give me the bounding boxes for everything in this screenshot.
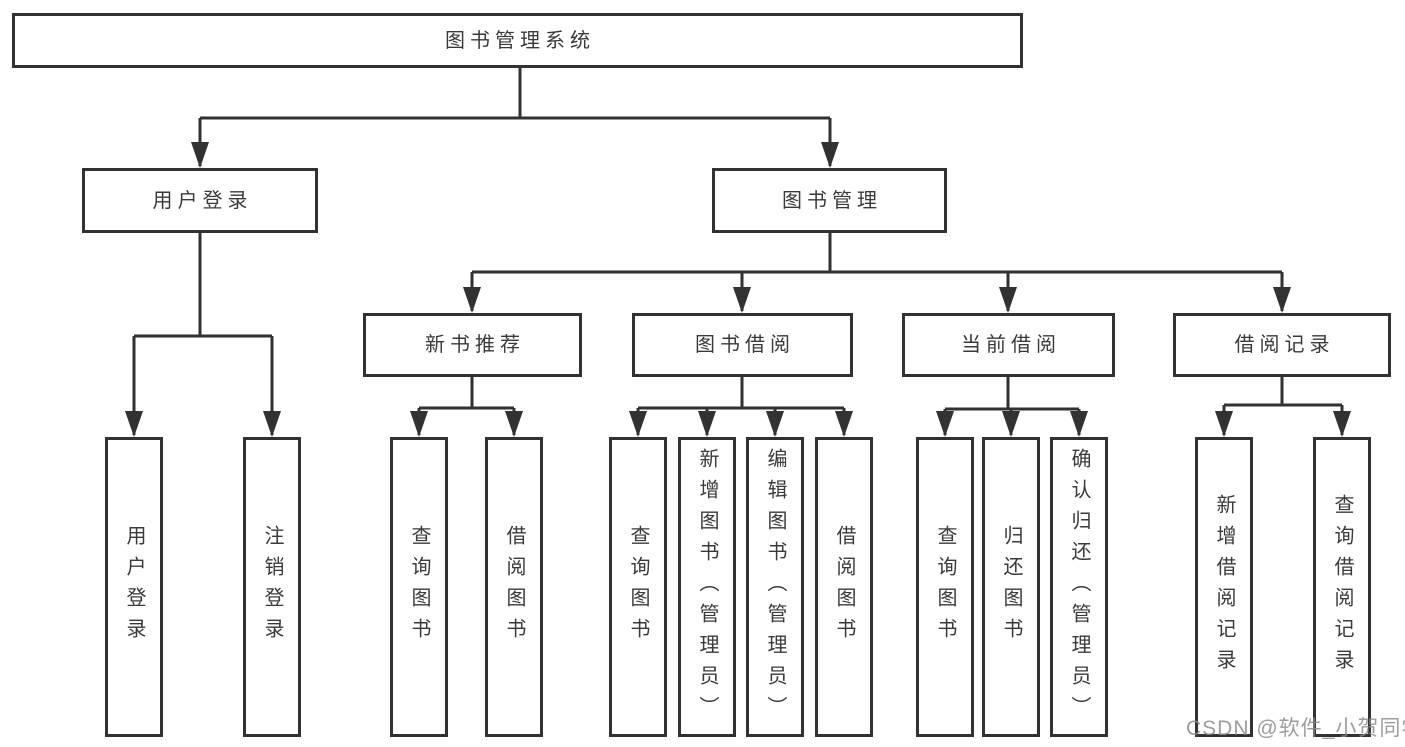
node-label: 借阅图书 — [833, 525, 855, 649]
node-current-borrowing: 当前借阅 — [902, 313, 1115, 377]
node-label: 新书推荐 — [425, 334, 525, 356]
arrow-down-icon — [125, 411, 143, 437]
leaf-current-return-books: 归还图书 — [982, 437, 1040, 737]
arrow-down-icon — [1273, 287, 1291, 313]
leaf-user-login: 用户登录 — [105, 437, 163, 737]
node-label: 查询图书 — [627, 525, 649, 649]
node-book-borrowing: 图书借阅 — [632, 313, 853, 377]
leaf-newbook-query-books: 查询图书 — [390, 437, 448, 737]
node-label: 新增借阅记录 — [1213, 494, 1235, 680]
leaf-borrowing-borrow-books: 借阅图书 — [815, 437, 873, 737]
node-label: 借阅记录 — [1234, 334, 1335, 356]
arrow-down-icon — [505, 411, 523, 437]
node-label: 当前借阅 — [961, 334, 1061, 356]
leaf-logout: 注销登录 — [243, 437, 301, 737]
node-label: 图书管理系统 — [445, 29, 595, 52]
arrow-down-icon — [766, 411, 784, 437]
node-label: 图书管理 — [782, 189, 882, 212]
node-label: 编辑图书（管理员） — [764, 447, 786, 727]
leaf-records-query-borrow-record: 查询借阅记录 — [1313, 437, 1371, 737]
node-book-management: 图书管理 — [712, 168, 947, 233]
leaf-borrowing-query-books: 查询图书 — [609, 437, 667, 737]
node-label: 查询图书 — [934, 525, 956, 649]
leaf-current-query-books: 查询图书 — [916, 437, 974, 737]
node-label: 用户登录 — [152, 189, 253, 212]
arrow-down-icon — [821, 142, 839, 168]
leaf-borrowing-add-books-admin: 新增图书（管理员） — [678, 437, 736, 737]
connector-arrowheads — [125, 142, 1351, 437]
arrow-down-icon — [1215, 411, 1233, 437]
node-label: 借阅图书 — [503, 525, 525, 649]
arrow-down-icon — [191, 142, 209, 168]
arrow-down-icon — [733, 287, 751, 313]
node-label: 确认归还（管理员） — [1068, 447, 1090, 727]
node-new-book-recommendation: 新书推荐 — [363, 313, 582, 377]
arrow-down-icon — [629, 411, 647, 437]
csdn-watermark: CSDN @软件_小贺同学 — [1186, 717, 1405, 740]
node-user-login: 用户登录 — [82, 168, 318, 233]
leaf-current-confirm-return-admin: 确认归还（管理员） — [1050, 437, 1108, 737]
node-library-management-system: 图书管理系统 — [12, 13, 1023, 68]
leaf-borrowing-edit-books-admin: 编辑图书（管理员） — [746, 437, 804, 737]
node-label: 查询图书 — [408, 525, 430, 649]
node-label: 归还图书 — [1000, 525, 1022, 649]
node-label: 用户登录 — [123, 525, 145, 649]
node-label: 图书借阅 — [695, 334, 795, 356]
arrow-down-icon — [463, 287, 481, 313]
arrow-down-icon — [1002, 411, 1020, 437]
arrow-down-icon — [999, 287, 1017, 313]
arrow-down-icon — [1333, 411, 1351, 437]
arrow-down-icon — [410, 411, 428, 437]
node-borrowing-records: 借阅记录 — [1173, 313, 1391, 377]
arrow-down-icon — [835, 411, 853, 437]
node-label: 注销登录 — [261, 525, 283, 649]
node-label: 新增图书（管理员） — [696, 447, 718, 727]
leaf-records-add-borrow-record: 新增借阅记录 — [1195, 437, 1253, 737]
connector-lines — [132, 68, 1344, 435]
leaf-newbook-borrow-books: 借阅图书 — [485, 437, 543, 737]
arrow-down-icon — [263, 411, 281, 437]
arrow-down-icon — [936, 411, 954, 437]
arrow-down-icon — [1070, 411, 1088, 437]
node-label: 查询借阅记录 — [1331, 494, 1353, 680]
arrow-down-icon — [698, 411, 716, 437]
